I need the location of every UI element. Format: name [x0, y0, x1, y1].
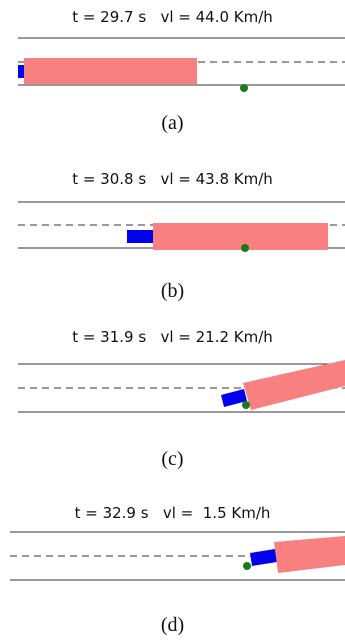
truck-vehicle: [274, 536, 345, 573]
panel-caption: (a): [161, 112, 184, 134]
truck-vehicle: [243, 360, 345, 410]
stop-marker: [240, 84, 248, 92]
car-vehicle: [127, 230, 153, 243]
panel-caption: (b): [160, 280, 185, 302]
panel-caption: (c): [161, 448, 184, 470]
truck-vehicle: [24, 58, 197, 84]
stop-marker: [242, 401, 250, 409]
road-scene: [18, 201, 345, 252]
panel-title: t = 31.9 s vl = 21.2 Km/h: [72, 328, 273, 346]
road-scene: [18, 37, 345, 92]
panel-caption: (d): [160, 614, 185, 636]
panel-b: t = 30.8 s vl = 43.8 Km/h (b): [0, 160, 345, 320]
panel-title: t = 29.7 s vl = 44.0 Km/h: [72, 8, 273, 26]
car-vehicle: [221, 389, 247, 407]
panel-d: t = 32.9 s vl = 1.5 Km/h (d): [0, 480, 345, 640]
road-scene: [10, 531, 345, 581]
panel-c: t = 31.9 s vl = 21.2 Km/h (c): [0, 320, 345, 480]
car-vehicle: [18, 65, 26, 78]
stop-marker: [243, 562, 251, 570]
road-scene: [18, 360, 345, 413]
panel-a: t = 29.7 s vl = 44.0 Km/h (a): [0, 0, 345, 160]
stop-marker: [241, 244, 249, 252]
car-vehicle: [250, 549, 277, 566]
panel-title: t = 30.8 s vl = 43.8 Km/h: [72, 170, 273, 188]
panel-title: t = 32.9 s vl = 1.5 Km/h: [74, 504, 271, 522]
truck-vehicle: [153, 223, 328, 250]
